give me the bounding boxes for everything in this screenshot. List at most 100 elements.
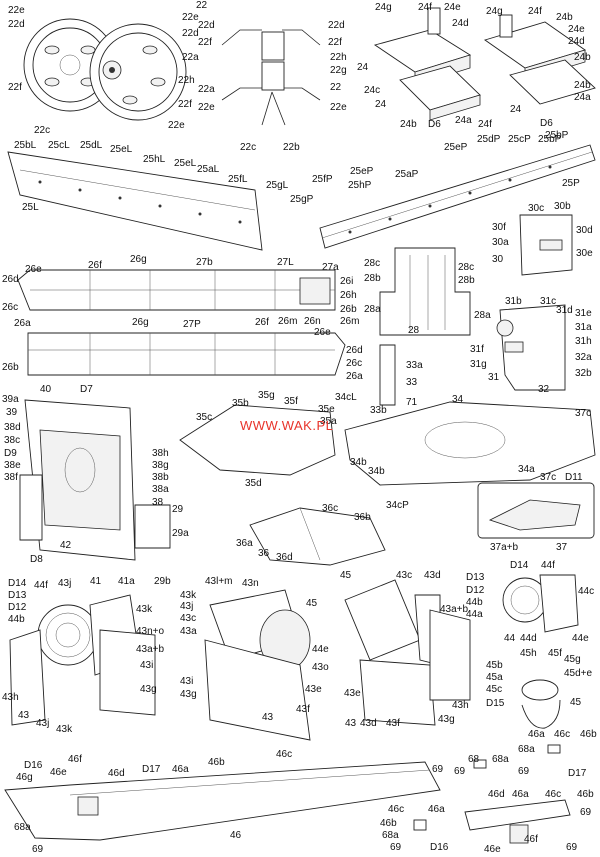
- label-35d: 35d: [245, 478, 262, 489]
- label-D9: D9: [4, 448, 17, 459]
- label-26d-r: 26d: [346, 345, 363, 356]
- label-22d-right: 22d: [182, 28, 199, 39]
- label-22e-top: 22e: [182, 12, 199, 23]
- label-35a: 35a: [320, 416, 337, 427]
- label-26f: 26f: [88, 260, 102, 271]
- label-25bP: 25bP: [538, 134, 562, 145]
- cupola-44-group: D14 44f D13 D12 44b 44a 44c 44 44d 44e: [466, 560, 594, 644]
- label-43d-r: 43d: [360, 718, 377, 729]
- label-41a: 41a: [118, 576, 135, 587]
- label-30a: 30a: [492, 237, 509, 248]
- label-43e-c: 43e: [305, 684, 322, 695]
- label-43k-b: 43k: [56, 724, 73, 735]
- label-25gP: 25gP: [290, 194, 314, 205]
- label-46b-br: 46b: [577, 789, 594, 800]
- label-43ab-r: 43a+b: [440, 604, 469, 615]
- side-panel-right-group: 25eP 25dP 25cP 25bP 25eP 25aP 25fP 25hP …: [290, 134, 596, 249]
- label-46d-br: 46d: [488, 789, 505, 800]
- label-43j-b: 43j: [36, 718, 49, 729]
- label-26n: 26n: [304, 316, 321, 327]
- label-68a-r: 68a: [492, 754, 509, 765]
- deck-36-group: 36c 36b 36a 36 36d: [236, 503, 386, 566]
- label-22e-hub: 22e: [330, 102, 347, 113]
- label-31b: 31b: [505, 296, 522, 307]
- label-44e-c: 44e: [572, 633, 589, 644]
- label-24: 24: [357, 62, 369, 73]
- label-25L: 25L: [22, 202, 39, 213]
- panel-31-group: 31b 31c 31d 31e 31a 31h 32a 32b 31f 31g …: [470, 296, 592, 395]
- fender-left-group: 26e 26d 26f 26g 27b 27L 27a 26i 26h 26b …: [2, 254, 359, 329]
- label-44c: 44c: [578, 586, 594, 597]
- label-34cP: 34cP: [386, 500, 409, 511]
- label-35e: 35e: [318, 404, 335, 415]
- label-22f-hub-r: 22f: [328, 37, 342, 48]
- label-43lm: 43l+m: [205, 576, 233, 587]
- label-35b: 35b: [232, 398, 249, 409]
- label-22c-hub: 22c: [240, 142, 256, 153]
- fender-46-bottom-right: 46d 46a 46c 46b 69 46e 46f 69: [464, 789, 594, 855]
- label-28c: 28c: [364, 258, 380, 269]
- label-42: 42: [60, 540, 72, 551]
- bracket-46-bottom-center: 46c 46a 46b 68a 69 D16: [380, 804, 449, 853]
- label-45c: 45c: [486, 684, 502, 695]
- label-43g: 43g: [140, 684, 157, 695]
- sprocket-wheel-right: [89, 23, 187, 121]
- label-D16: D16: [24, 760, 43, 771]
- label-44f-c: 44f: [541, 560, 555, 571]
- label-43ab: 43a+b: [136, 644, 165, 655]
- label-31: 31: [488, 372, 500, 383]
- label-25gL: 25gL: [266, 180, 289, 191]
- label-32b: 32b: [575, 368, 592, 379]
- label-43-c: 43: [262, 712, 274, 723]
- label-24b-r3: 24b: [574, 80, 591, 91]
- label-D8: D8: [30, 554, 43, 565]
- label-24a: 24a: [455, 115, 472, 126]
- label-26c-r: 26c: [346, 358, 362, 369]
- label-43no: 43n+o: [136, 626, 165, 637]
- hull-floor-34-group: 34 34cL 37c 34b 34b 34a 34cP: [335, 392, 596, 511]
- label-45-r: 45: [340, 570, 352, 581]
- label-31h: 31h: [575, 336, 592, 347]
- label-43f-c: 43f: [296, 704, 310, 715]
- label-45: 45: [570, 697, 582, 708]
- label-44: 44: [504, 633, 516, 644]
- label-26g-r: 26g: [132, 317, 149, 328]
- part-33-group: 33a 33 33b 71: [370, 344, 423, 416]
- front-plate-38-group: 39a 40 D7 39 38d 38c D9 38e 38f 38h 38g …: [2, 384, 189, 587]
- label-69-br: 69: [580, 807, 592, 818]
- label-29: 29: [172, 504, 184, 515]
- label-25dL: 25dL: [80, 140, 103, 151]
- label-D13-c: D13: [466, 572, 485, 583]
- label-46c-bc: 46c: [388, 804, 404, 815]
- label-31a: 31a: [575, 322, 592, 333]
- label-44d: 44d: [520, 633, 537, 644]
- label-24f-r: 24f: [528, 6, 542, 17]
- label-36b: 36b: [354, 512, 371, 523]
- plate-28-group: 28c 28b 28c 28b 28a 28a 28: [364, 247, 491, 336]
- label-38h: 38h: [152, 448, 169, 459]
- label-26d: 26d: [2, 274, 19, 285]
- label-24f: 24f: [418, 2, 432, 13]
- label-25fP: 25fP: [312, 174, 333, 185]
- label-22e-hub-l: 22e: [198, 102, 215, 113]
- label-36d: 36d: [276, 552, 293, 563]
- label-43: 43: [18, 710, 30, 721]
- label-45a: 45a: [486, 672, 503, 683]
- label-25dP: 25dP: [477, 134, 501, 145]
- label-46: 46: [230, 830, 242, 841]
- label-28: 28: [408, 325, 420, 336]
- label-38c: 38c: [4, 435, 20, 446]
- label-24g-r: 24g: [486, 6, 503, 17]
- label-38e: 38e: [4, 460, 21, 471]
- label-37c-d: 37c: [540, 472, 556, 483]
- label-D12-c: D12: [466, 585, 485, 596]
- label-40: 40: [40, 384, 52, 395]
- label-22f-hub: 22f: [198, 37, 212, 48]
- label-37c: 37c: [575, 408, 591, 419]
- fender-right-group: 26g 27P 26f 26e 26d 26c 26a 26b: [2, 317, 363, 382]
- label-24c: 24c: [364, 85, 380, 96]
- label-45g: 45g: [564, 654, 581, 665]
- label-43i: 43i: [140, 660, 153, 671]
- label-22h: 22h: [178, 75, 195, 86]
- label-43e-r: 43e: [344, 688, 361, 699]
